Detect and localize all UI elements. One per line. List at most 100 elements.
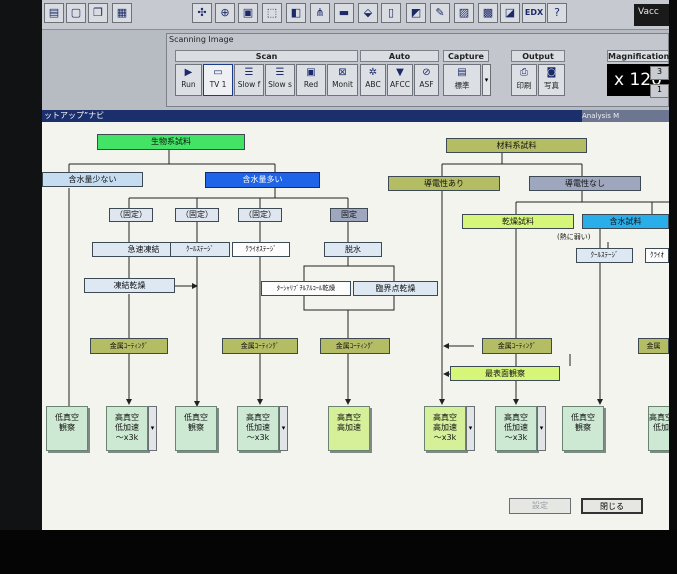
low-vacuum-observe-button-1[interactable]: 低真空 観察 bbox=[46, 406, 88, 451]
camera-icon: ◙ bbox=[546, 67, 557, 78]
abc-label: ABC bbox=[365, 80, 381, 89]
metal-coating-node-5[interactable]: 金属 bbox=[638, 338, 669, 354]
tbutanol-dry-node[interactable]: ﾀｰｼｬﾘﾌﾞﾁﾙｱﾙｺｰﾙ乾燥 bbox=[261, 281, 351, 296]
run-button[interactable]: ▶Run bbox=[175, 64, 202, 96]
low-water-node[interactable]: 含水量少ない bbox=[42, 172, 143, 187]
high-water-node[interactable]: 含水量多い bbox=[205, 172, 320, 188]
main-toolbar: ▤ ▢ ❐ ▦ ✣ ⊕ ▣ ⬚ ◧ ⋔ ▬ ⬙ ▯ ◩ ✎ ▨ ▩ ◪ EDX … bbox=[42, 0, 669, 30]
surface-observation-node[interactable]: 最表面観察 bbox=[450, 366, 560, 381]
copy-icon[interactable]: ❐ bbox=[88, 3, 108, 23]
rapid-freeze-node[interactable]: 急速凍結 bbox=[92, 242, 195, 257]
high-vacuum-high-accel-button-1[interactable]: 高真空 高加速 bbox=[328, 406, 370, 451]
reduced-area-icon: ▣ bbox=[306, 67, 316, 78]
cool-stage-node[interactable]: ｸｰﾙｽﾃｰｼﾞ bbox=[170, 242, 230, 257]
wet-sample-node[interactable]: 含水試料 bbox=[582, 214, 669, 229]
fix-node-3[interactable]: （固定） bbox=[238, 208, 282, 222]
dropdown-arrow-3[interactable]: ▾ bbox=[466, 406, 475, 451]
metal-coating-node-1[interactable]: 金属ｺｰﾃｨﾝｸﾞ bbox=[90, 338, 168, 354]
split-icon[interactable]: ◧ bbox=[286, 3, 306, 23]
high-vacuum-low-accel-button-1[interactable]: 高真空 低加速 ～x3k bbox=[106, 406, 148, 451]
image2-icon[interactable]: ◪ bbox=[500, 3, 520, 23]
flowchart: 生物系試料 含水量少ない 含水量多い （固定） （固定） （固定） 固定 急速凍… bbox=[42, 124, 669, 492]
abc-button[interactable]: ✲ ABC bbox=[360, 64, 386, 96]
scanning-image-title: Scanning Image bbox=[169, 35, 234, 44]
heat-sensitive-label: (熱に弱い) bbox=[557, 233, 591, 241]
cryo-stage-node-2[interactable]: ｸﾗｲｵ bbox=[645, 248, 669, 263]
monitor-bezel-right bbox=[669, 0, 677, 574]
high-vacuum-low-accel-button-4[interactable]: 高真空 低加 bbox=[648, 406, 669, 451]
capture-dropdown[interactable]: ▾ bbox=[482, 64, 491, 96]
beam-icon[interactable]: ⋔ bbox=[310, 3, 330, 23]
slow-f-button[interactable]: ☰Slow f bbox=[234, 64, 264, 96]
auto-group-header: Auto bbox=[360, 50, 439, 62]
brightness-icon: ✲ bbox=[368, 67, 378, 78]
capture-icon: ▤ bbox=[457, 67, 467, 78]
print-label: 印刷 bbox=[516, 81, 532, 90]
metal-coating-node-4[interactable]: 金属ｺｰﾃｨﾝｸﾞ bbox=[482, 338, 552, 354]
slow-f-label: Slow f bbox=[237, 80, 261, 89]
gallery-icon[interactable]: ▦ bbox=[112, 3, 132, 23]
low-vacuum-observe-button-3[interactable]: 低真空 観察 bbox=[562, 406, 604, 451]
tv1-button[interactable]: ▭TV 1 bbox=[203, 64, 233, 96]
photo-button[interactable]: ◙ 写真 bbox=[538, 64, 565, 96]
red-button[interactable]: ▣ Red bbox=[296, 64, 326, 96]
freeze-dry-node[interactable]: 凍結乾燥 bbox=[84, 278, 175, 293]
fix-node-4[interactable]: 固定 bbox=[330, 208, 368, 222]
zoom-icon[interactable]: ⬚ bbox=[262, 3, 282, 23]
metal-coating-node-3[interactable]: 金属ｺｰﾃｨﾝｸﾞ bbox=[320, 338, 390, 354]
save-icon[interactable]: ▯ bbox=[381, 3, 401, 23]
analysis-tab[interactable]: Analysis M bbox=[582, 110, 669, 122]
dropdown-arrow-2[interactable]: ▾ bbox=[279, 406, 288, 451]
afcc-label: AFCC bbox=[390, 80, 410, 89]
navigator-title-bar: ットアップ”ナビ bbox=[42, 110, 669, 122]
afcc-button[interactable]: ▼AFCC bbox=[387, 64, 413, 96]
conductive-node[interactable]: 導電性あり bbox=[388, 176, 500, 191]
crosshair-icon[interactable]: ⊕ bbox=[215, 3, 235, 23]
stage-icon[interactable]: ✣ bbox=[192, 3, 212, 23]
close-button[interactable]: 閉じる bbox=[581, 498, 643, 514]
cool-stage-node-2[interactable]: ｸｰﾙｽﾃｰｼﾞ bbox=[576, 248, 633, 263]
tv1-label: TV 1 bbox=[209, 80, 227, 89]
print-button[interactable]: ⎙ 印刷 bbox=[511, 64, 537, 96]
page-icon[interactable]: ▢ bbox=[66, 3, 86, 23]
help-button[interactable]: ? bbox=[547, 3, 567, 23]
monit-button[interactable]: ⊠Monit bbox=[327, 64, 358, 96]
settings-button[interactable]: 設定 bbox=[509, 498, 571, 514]
high-vacuum-low-accel-button-2[interactable]: 高真空 低加速 ～x3k bbox=[237, 406, 279, 451]
fix-node-2[interactable]: （固定） bbox=[175, 208, 219, 222]
edit-icon[interactable]: ✎ bbox=[430, 3, 450, 23]
critical-point-dry-node[interactable]: 臨界点乾燥 bbox=[353, 281, 438, 296]
dehydration-node[interactable]: 脱水 bbox=[324, 242, 382, 257]
capture-button[interactable]: ▤標準 bbox=[443, 64, 481, 96]
red-label: Red bbox=[303, 80, 319, 89]
printer-icon: ⎙ bbox=[520, 67, 528, 78]
material-sample-node[interactable]: 材料系試料 bbox=[446, 138, 587, 153]
image-icon[interactable]: ◩ bbox=[406, 3, 426, 23]
low-vacuum-observe-button-2[interactable]: 低真空 観察 bbox=[175, 406, 217, 451]
bio-sample-node[interactable]: 生物系試料 bbox=[97, 134, 245, 150]
setup-navigator-window: ットアップ”ナビ Analysis M bbox=[42, 110, 669, 532]
edx-button[interactable]: EDX bbox=[522, 3, 546, 23]
stigma-icon: ⊘ bbox=[422, 67, 431, 78]
slow-s-button[interactable]: ☰Slow s bbox=[265, 64, 295, 96]
high-vacuum-low-accel-button-3[interactable]: 高真空 低加速 ～x3k bbox=[495, 406, 537, 451]
export-icon[interactable]: ▩ bbox=[478, 3, 498, 23]
photo-label: 写真 bbox=[544, 81, 559, 90]
dropdown-arrow-1[interactable]: ▾ bbox=[148, 406, 157, 451]
fix-node-1[interactable]: （固定） bbox=[109, 208, 153, 222]
scan-group-header: Scan bbox=[175, 50, 358, 62]
photo-icon[interactable]: ▨ bbox=[454, 3, 474, 23]
tilt-icon[interactable]: ⬙ bbox=[358, 3, 378, 23]
cryo-stage-node[interactable]: ｸﾗｲｵｽﾃｰｼﾞ bbox=[232, 242, 290, 257]
dropdown-arrow-4[interactable]: ▾ bbox=[537, 406, 546, 451]
screen-icon[interactable]: ▬ bbox=[334, 3, 354, 23]
frame-icon[interactable]: ▣ bbox=[238, 3, 258, 23]
high-vacuum-high-accel-button-2[interactable]: 高真空 高加速 ～x3k bbox=[424, 406, 466, 451]
vacc-status: Vacc bbox=[634, 4, 669, 26]
metal-coating-node-2[interactable]: 金属ｺｰﾃｨﾝｸﾞ bbox=[222, 338, 298, 354]
ruler-icon[interactable]: ▤ bbox=[44, 3, 64, 23]
asf-button[interactable]: ⊘ASF bbox=[414, 64, 439, 96]
play-icon: ▶ bbox=[184, 67, 193, 78]
non-conductive-node[interactable]: 導電性なし bbox=[529, 176, 641, 191]
dry-sample-node[interactable]: 乾燥試料 bbox=[462, 214, 574, 229]
